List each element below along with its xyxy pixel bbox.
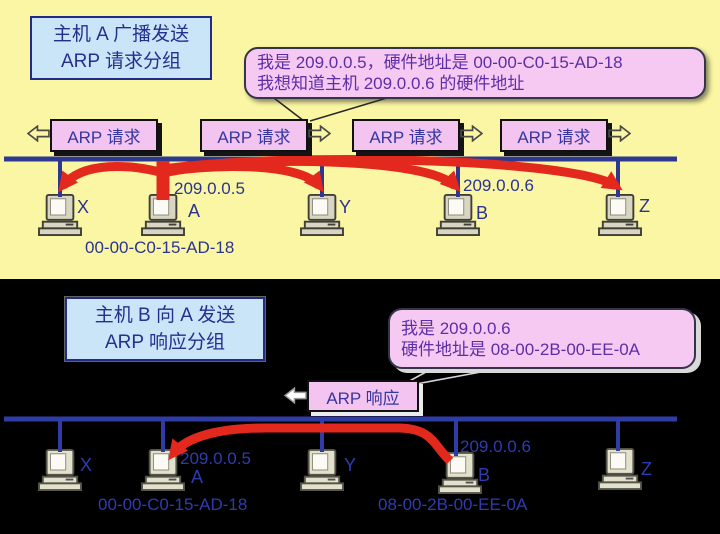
host-y-computer-icon-bottom <box>299 449 345 491</box>
host-b-label: B <box>476 203 489 223</box>
left-direction-arrow-icon-reply <box>284 387 307 404</box>
host-a-label: A <box>188 201 201 221</box>
right-direction-arrow-icon-2 <box>460 125 483 142</box>
arp-reply-packet-label: ARP 响应 <box>326 388 400 408</box>
host-x-label: X <box>77 197 90 217</box>
host-x-computer-icon <box>37 194 83 236</box>
arrow-a-to-z <box>162 155 623 191</box>
host-b-ip-label: 209.0.0.6 <box>463 176 534 195</box>
arp-request-bubble-line2: 我想知道主机 209.0.0.6 的硬件地址 <box>257 74 525 93</box>
host-z-label: Z <box>639 196 650 216</box>
arp-reply-bubble-line2: 硬件地址是 08-00-2B-00-EE-0A <box>401 339 641 359</box>
host-z-label-bottom: Z <box>641 459 652 479</box>
arp-request-packet-1-label: ARP 请求 <box>67 128 141 147</box>
arp-request-packet-4-label: ARP 请求 <box>517 128 591 147</box>
host-x-label-bottom: X <box>80 455 93 475</box>
host-b-mac-label-bottom: 08-00-2B-00-EE-0A <box>378 495 528 514</box>
host-a-ip-label: 209.0.0.5 <box>174 179 245 198</box>
arp-request-bubble-line1: 我是 209.0.0.5，硬件地址是 00-00-C0-15-AD-18 <box>257 53 623 72</box>
bottom-title-line1: 主机 B 向 A 发送 <box>94 305 236 326</box>
host-a-mac-label: 00-00-C0-15-AD-18 <box>85 238 235 257</box>
right-direction-arrow-icon-3 <box>608 125 631 142</box>
arp-request-speech-bubble: 我是 209.0.0.5，硬件地址是 00-00-C0-15-AD-18 我想知… <box>244 47 706 99</box>
right-direction-arrow-icon-1 <box>308 125 331 142</box>
host-y-computer-icon <box>299 194 345 236</box>
host-b-computer-icon <box>435 194 481 236</box>
host-a-mac-label-bottom: 00-00-C0-15-AD-18 <box>98 495 248 514</box>
host-z-computer-icon <box>597 194 643 236</box>
arp-request-packet-2: ARP 请求 <box>200 119 308 152</box>
arrow-b-to-a-response <box>168 423 454 465</box>
host-b-ip-label-bottom: 209.0.0.6 <box>460 437 531 456</box>
arp-request-packet-3-label: ARP 请求 <box>369 128 443 147</box>
bottom-title-line2: ARP 响应分组 <box>104 332 225 353</box>
arp-request-packet-1: ARP 请求 <box>50 119 158 152</box>
arp-reply-speech-bubble: 我是 209.0.0.6 硬件地址是 08-00-2B-00-EE-0A <box>388 308 696 369</box>
bottom-title-box: 主机 B 向 A 发送 ARP 响应分组 <box>65 297 265 361</box>
arp-reply-packet: ARP 响应 <box>307 380 419 412</box>
host-y-label: Y <box>339 197 352 217</box>
host-z-computer-icon-bottom <box>597 448 643 490</box>
arrow-a-to-x <box>58 162 165 193</box>
top-title-box: 主机 A 广播发送 ARP 请求分组 <box>30 16 212 80</box>
arp-request-packet-4: ARP 请求 <box>500 119 608 152</box>
arp-request-packet-3: ARP 请求 <box>352 119 460 152</box>
host-a-label-bottom: A <box>191 467 204 487</box>
broadcast-arrows <box>58 155 623 200</box>
arp-reply-bubble-line1: 我是 209.0.0.6 <box>401 318 511 338</box>
top-title-line1: 主机 A 广播发送 <box>52 24 190 45</box>
top-title-line2: ARP 请求分组 <box>60 51 181 72</box>
top-bubble-tail <box>269 94 391 122</box>
host-a-ip-label-bottom: 209.0.0.5 <box>180 449 251 468</box>
arp-request-packet-2-label: ARP 请求 <box>217 128 291 147</box>
host-y-label-bottom: Y <box>344 455 357 475</box>
host-b-label-bottom: B <box>478 465 491 485</box>
host-b-computer-icon-bottom <box>437 452 483 494</box>
left-direction-arrow-icon <box>27 125 50 142</box>
